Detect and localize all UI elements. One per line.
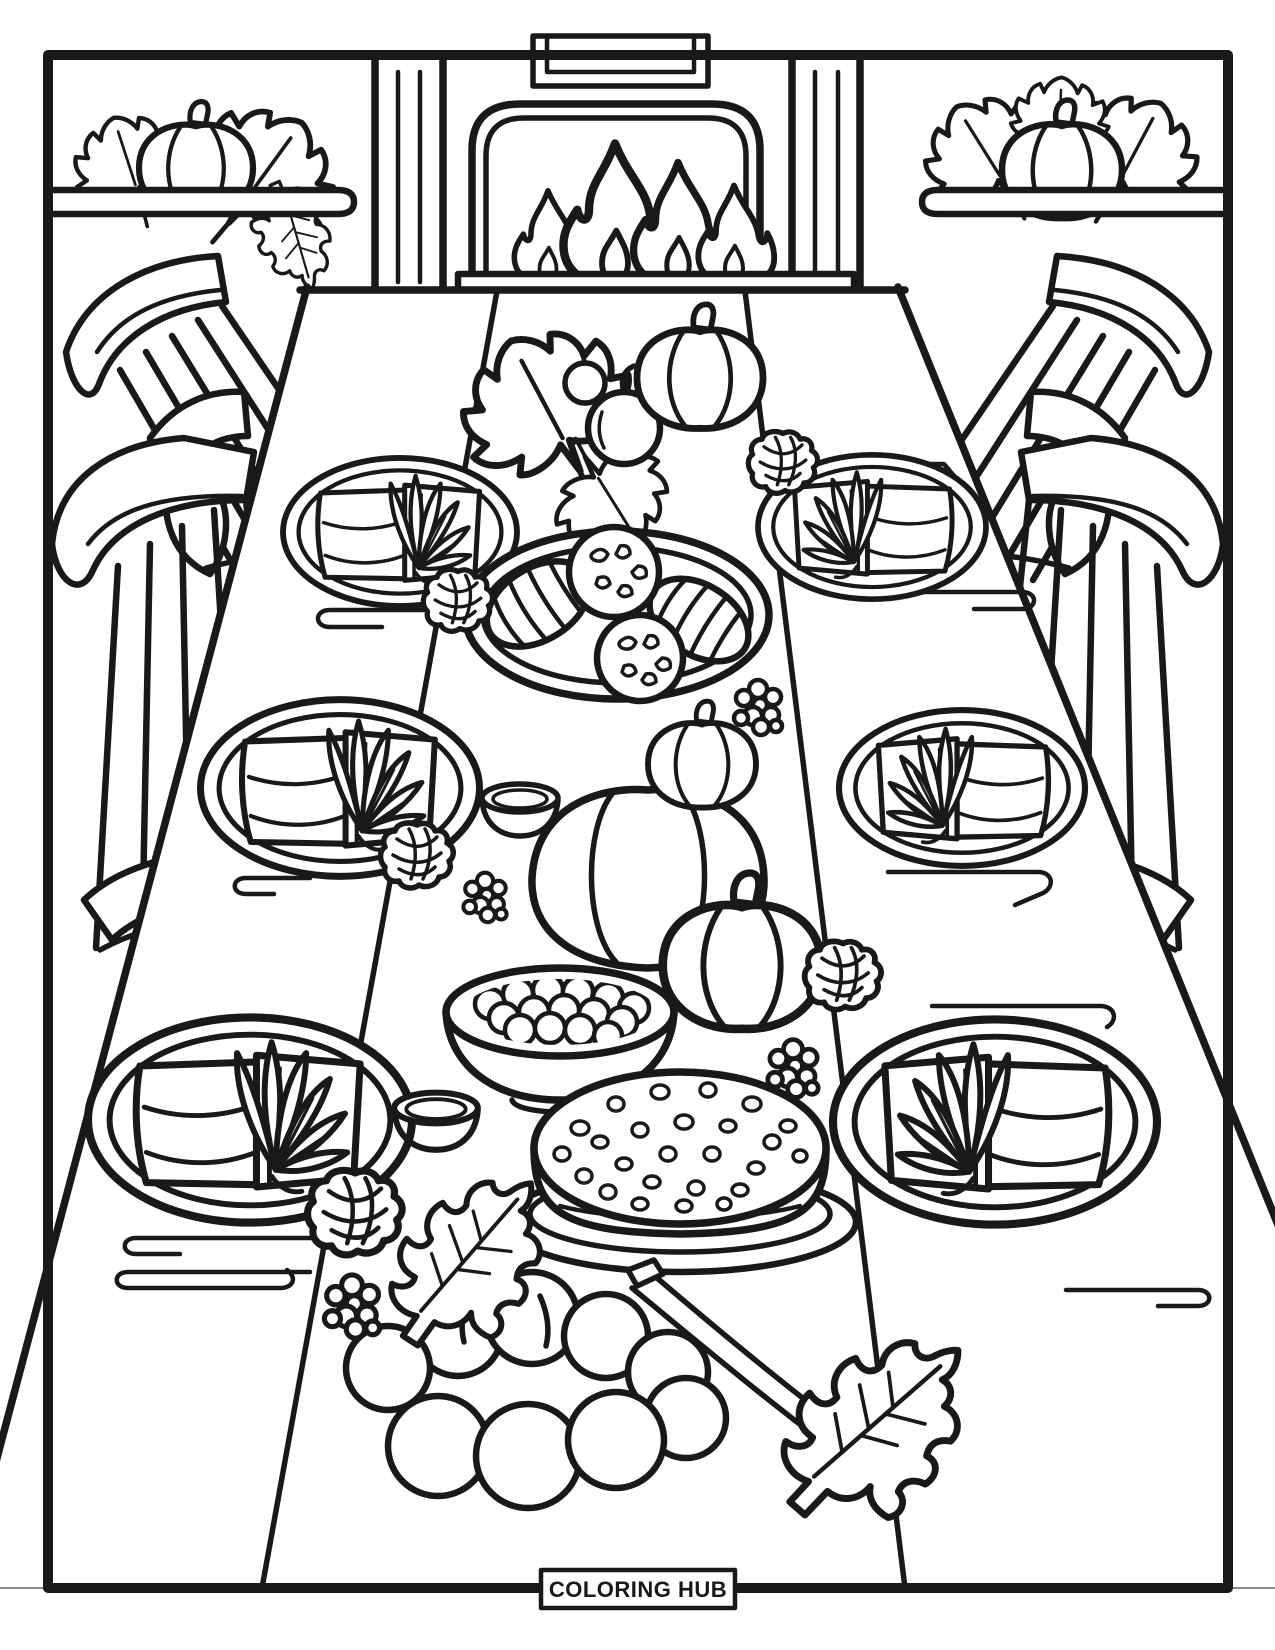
footer: COLORING HUB [538, 1567, 738, 1611]
mantel-picture-frame [530, 33, 711, 89]
place-setting [839, 710, 1085, 866]
placemat-lines [114, 461, 1212, 1309]
table-left-edge [0, 283, 311, 1462]
right-shelf [902, 72, 1232, 254]
berry-cluster-icon [324, 1275, 379, 1338]
pinecone-icon [423, 570, 492, 632]
footer-brand-label: COLORING HUB [549, 1577, 727, 1602]
pinecone-icon [748, 432, 817, 494]
wall [44, 33, 1232, 303]
berry-cluster-icon [463, 873, 506, 923]
acorn [562, 360, 608, 406]
place-setting [833, 1019, 1157, 1224]
left-shelf [44, 80, 361, 303]
cranberries [472, 979, 652, 1045]
top-table-decor [434, 300, 763, 573]
fireplace-arch [468, 100, 764, 292]
pumpkin-stack [528, 701, 821, 1029]
table-right-edge [894, 283, 1275, 1228]
pumpkin-pie [500, 1068, 860, 1276]
pinecone-icon [805, 941, 881, 1009]
cranberry-bowl [442, 964, 678, 1115]
stuffing-ball [565, 523, 663, 621]
stuffing-ball [593, 611, 687, 705]
pinecone-icon [308, 1170, 403, 1254]
roll-platter [461, 523, 773, 705]
berry-cluster-icon [768, 1040, 818, 1098]
centerpieces [342, 300, 1012, 1562]
footer-plate [538, 1567, 738, 1611]
berry-cluster-icon [734, 680, 782, 735]
pie-dots [552, 1081, 809, 1214]
fireplace-flames [514, 144, 774, 283]
fireplace [371, 54, 864, 298]
pinecone-icon [381, 823, 454, 888]
